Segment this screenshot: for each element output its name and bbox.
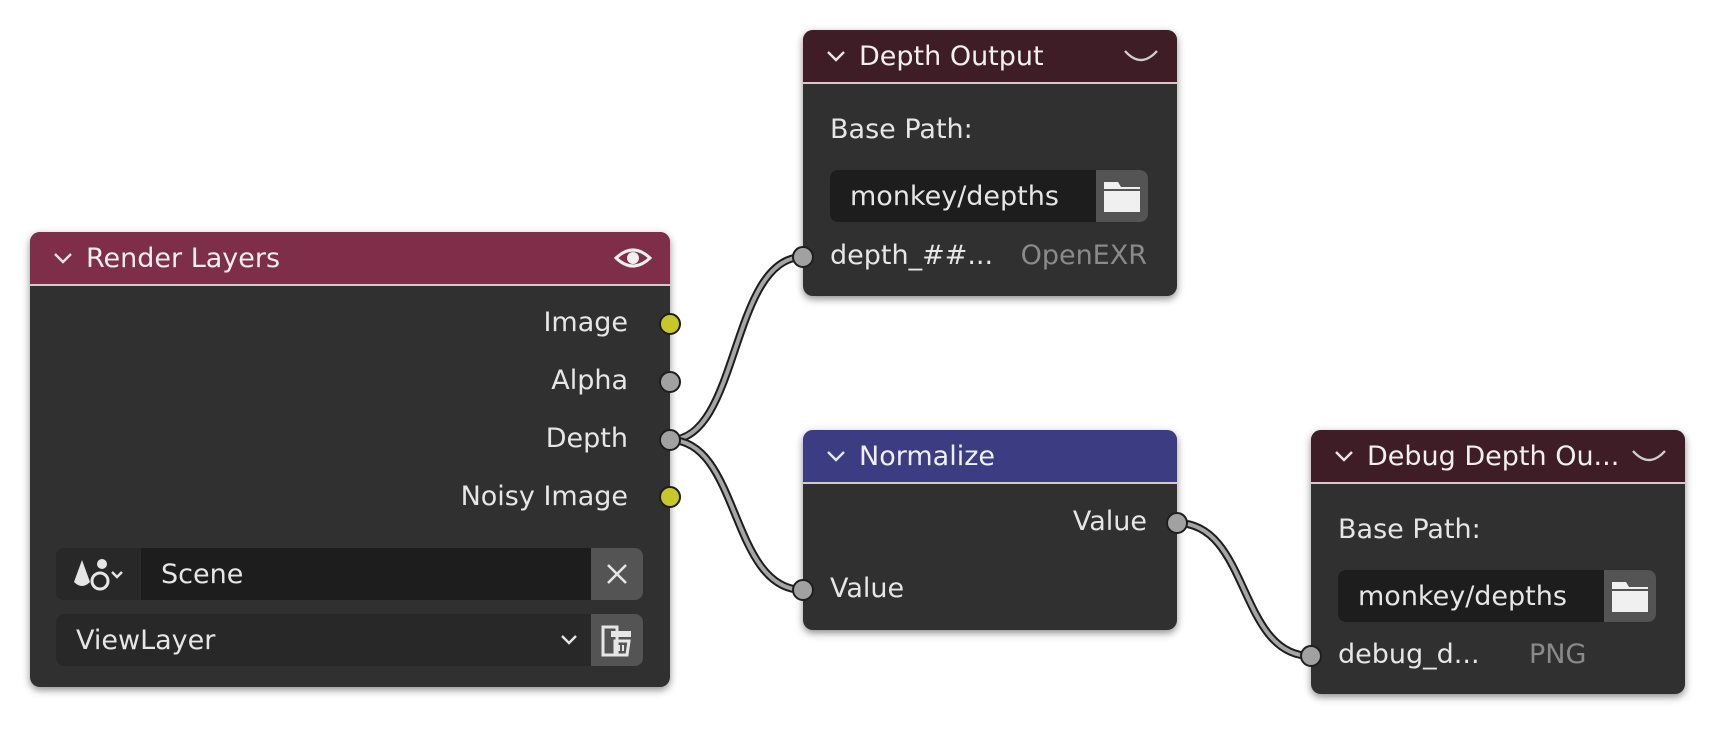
node-title: Normalize [859,440,995,472]
output-image-label: Image [543,307,628,338]
output-socket-alpha[interactable] [659,371,681,393]
normalize-header[interactable]: Normalize [803,430,1177,484]
file-input-name: debug_d... [1338,639,1480,670]
link-depth-to-depth-output [666,253,807,444]
folder-icon [1612,582,1648,612]
output-depth-label: Depth [545,423,628,454]
output-socket-depth[interactable] [659,429,681,451]
view-layer-render-button[interactable] [591,614,643,666]
view-layer-name: ViewLayer [76,624,216,656]
scene-browse-button[interactable] [56,548,141,600]
node-title: Debug Depth Ou... [1367,440,1620,472]
scene-clear-button[interactable] [591,548,643,600]
output-alpha-label: Alpha [551,365,628,396]
close-icon [607,564,627,584]
folder-icon [1104,182,1140,212]
file-format-label: PNG [1529,639,1587,670]
file-format-label: OpenEXR [1020,240,1147,271]
link-normalize-to-debug-output-inner [1175,521,1313,658]
link-depth-to-depth-output-inner [668,255,805,442]
node-title: Render Layers [86,242,281,274]
base-path-label: Base Path: [830,114,973,145]
scene-selector[interactable]: Scene [56,548,643,600]
file-input-name: depth_##... [830,240,994,271]
output-socket-normalize-value[interactable] [1166,512,1188,534]
input-socket-debug-output[interactable] [1300,645,1322,667]
chevron-down-icon[interactable] [825,45,847,67]
debug-depth-output-header[interactable]: Debug Depth Ou... [1311,430,1685,484]
render-layers-header[interactable]: Render Layers [30,232,670,286]
node-menu-icon[interactable] [1123,47,1159,65]
base-path-value: monkey/depths [850,180,1059,212]
browse-folder-button[interactable] [1096,170,1148,222]
debug-depth-output-node[interactable]: Debug Depth Ou... Base Path: monkey/dept… [1311,430,1685,694]
output-noisy-image-label: Noisy Image [460,481,628,512]
eye-icon[interactable] [614,245,652,271]
browse-folder-button[interactable] [1604,570,1656,622]
view-layer-icon [601,625,631,657]
base-path-value: monkey/depths [1358,580,1567,612]
node-menu-icon[interactable] [1631,447,1667,465]
scene-icon [74,559,123,591]
base-path-input[interactable]: monkey/depths [830,170,1148,222]
output-socket-noisy-image[interactable] [659,486,681,508]
normalize-node[interactable]: Normalize Value Value [803,430,1177,630]
input-value-label: Value [830,573,905,604]
chevron-down-icon [561,635,577,645]
render-layers-node[interactable]: Render Layers Image Alpha Depth Noisy Im… [30,232,670,687]
output-socket-image[interactable] [659,313,681,335]
link-depth-to-normalize [666,436,807,594]
link-normalize-to-debug-output [1173,519,1315,660]
input-socket-normalize-value[interactable] [792,579,814,601]
node-title: Depth Output [859,40,1044,72]
output-value-label: Value [1072,506,1147,537]
base-path-input[interactable]: monkey/depths [1338,570,1656,622]
chevron-down-icon[interactable] [52,247,74,269]
depth-output-header[interactable]: Depth Output [803,30,1177,84]
chevron-down-icon[interactable] [1333,445,1355,467]
scene-name: Scene [161,558,244,590]
base-path-label: Base Path: [1338,514,1481,545]
chevron-down-icon[interactable] [825,445,847,467]
depth-output-node[interactable]: Depth Output Base Path: monkey/depths de… [803,30,1177,296]
input-socket-depth-output[interactable] [792,246,814,268]
link-depth-to-normalize-inner [668,438,805,592]
view-layer-dropdown[interactable]: ViewLayer [56,614,643,666]
